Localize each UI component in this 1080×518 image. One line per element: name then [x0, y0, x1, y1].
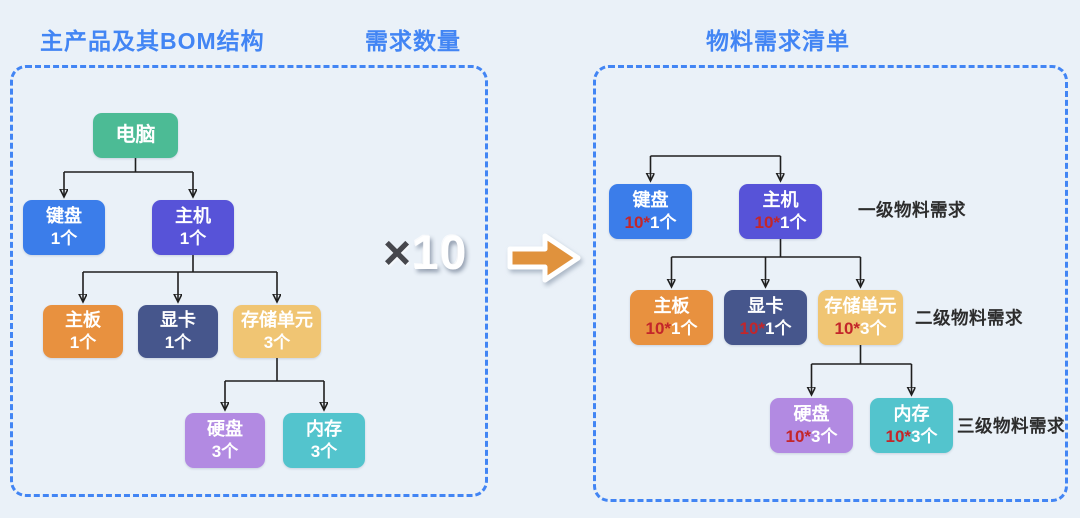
qty-multiplier: 10* [834, 319, 861, 339]
node-qty: 1个 [179, 229, 207, 249]
node-qty: 3个 [310, 442, 338, 462]
qty-value: 1个 [650, 213, 677, 233]
left-panel-title: 主产品及其BOM结构 [40, 28, 265, 54]
bom-node-motherboard: 主板 1个 [43, 305, 123, 358]
node-qty: 1个 [50, 229, 78, 249]
level3-requirement-label: 三级物料需求 [957, 416, 1065, 436]
qty-value: 1个 [671, 319, 698, 339]
qty-multiplier: 10* [785, 427, 812, 447]
node-qty: 10*1个 [740, 318, 792, 341]
level2-requirement-label: 二级物料需求 [915, 308, 1023, 328]
node-label: 电脑 [115, 124, 156, 146]
bom-node-ram: 内存 3个 [283, 413, 365, 468]
node-label: 内存 [893, 403, 930, 424]
node-qty: 10*3个 [786, 426, 838, 449]
quantity-title: 需求数量 [365, 28, 461, 54]
bom-node-hdd: 硬盘 3个 [185, 413, 265, 468]
node-label: 存储单元 [824, 295, 897, 316]
node-qty: 10*1个 [625, 212, 677, 235]
node-label: 显卡 [160, 309, 196, 330]
mrp-node-hdd: 硬盘 10*3个 [770, 398, 853, 453]
multiplier-value: 10 [412, 227, 468, 280]
qty-multiplier: 10* [885, 427, 912, 447]
qty-multiplier: 10* [624, 213, 651, 233]
demand-multiplier: ×10 [383, 226, 467, 281]
node-label: 键盘 [46, 205, 82, 226]
mrp-node-motherboard: 主板 10*1个 [630, 290, 713, 345]
bom-node-host: 主机 1个 [152, 200, 234, 255]
right-arrow-icon [507, 233, 581, 283]
node-label: 主机 [762, 189, 799, 210]
node-label: 主机 [175, 205, 211, 226]
qty-value: 3个 [911, 427, 938, 447]
bom-structure-panel [10, 65, 488, 497]
node-qty: 10*3个 [886, 426, 938, 449]
qty-multiplier: 10* [739, 319, 766, 339]
bom-node-computer: 电脑 [93, 113, 178, 158]
qty-value: 1个 [765, 319, 792, 339]
mrp-node-host: 主机 10*1个 [739, 184, 822, 239]
node-qty: 10*1个 [755, 212, 807, 235]
node-label: 硬盘 [207, 418, 243, 439]
node-label: 硬盘 [793, 403, 830, 424]
level1-requirement-label: 一级物料需求 [858, 200, 966, 220]
qty-multiplier: 10* [754, 213, 781, 233]
node-qty: 1个 [69, 333, 97, 353]
node-label: 存储单元 [241, 309, 313, 330]
node-label: 主板 [653, 295, 690, 316]
mrp-node-storage: 存储单元 10*3个 [818, 290, 903, 345]
times-sign: × [383, 227, 413, 280]
material-requirements-panel [593, 65, 1068, 502]
mrp-node-keyboard: 键盘 10*1个 [609, 184, 692, 239]
node-qty: 1个 [164, 333, 192, 353]
node-qty: 10*3个 [835, 318, 887, 341]
qty-value: 3个 [860, 319, 887, 339]
node-label: 键盘 [632, 189, 669, 210]
node-label: 内存 [306, 418, 342, 439]
bom-node-gpu: 显卡 1个 [138, 305, 218, 358]
mrp-node-gpu: 显卡 10*1个 [724, 290, 807, 345]
bom-node-storage: 存储单元 3个 [233, 305, 321, 358]
node-qty: 3个 [263, 333, 291, 353]
node-label: 显卡 [747, 295, 784, 316]
right-panel-title: 物料需求清单 [706, 28, 850, 54]
node-label: 主板 [65, 309, 101, 330]
mrp-node-ram: 内存 10*3个 [870, 398, 953, 453]
node-qty: 3个 [211, 442, 239, 462]
node-qty: 10*1个 [646, 318, 698, 341]
qty-value: 3个 [811, 427, 838, 447]
qty-multiplier: 10* [645, 319, 672, 339]
qty-value: 1个 [780, 213, 807, 233]
bom-node-keyboard: 键盘 1个 [23, 200, 105, 255]
